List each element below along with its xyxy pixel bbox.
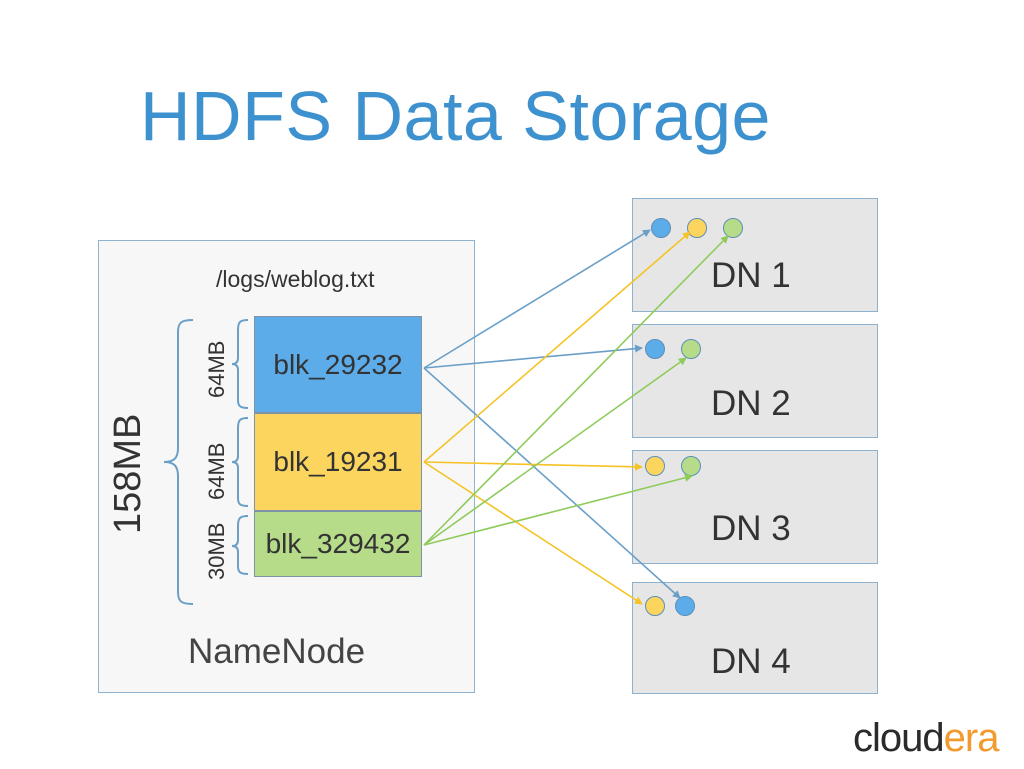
arrow-blk-29232-dn1 [423, 229, 651, 369]
datanode-4 [632, 582, 878, 694]
block-id-label: blk_29232 [273, 348, 403, 380]
total-size-brace [163, 319, 194, 605]
replica-dot [723, 218, 743, 238]
slide-title: HDFS Data Storage [140, 77, 771, 155]
arrow-blk-19231-dn3 [423, 461, 643, 471]
datanode-label: DN 3 [711, 509, 791, 548]
datanode-2 [632, 324, 878, 438]
arrow-blk-329432-dn1 [423, 235, 729, 546]
datanode-label: DN 2 [711, 384, 791, 423]
block-blk-29232: blk_29232 [254, 316, 422, 413]
replica-dot [675, 596, 695, 616]
block-id-label: blk_329432 [265, 528, 411, 559]
replica-dot [645, 596, 665, 616]
arrow-blk-29232-dn2 [423, 344, 643, 369]
replica-dot [645, 339, 665, 359]
replica-dot [651, 218, 671, 238]
replica-dot [687, 218, 707, 238]
replica-dot [645, 456, 665, 476]
logo-main-text: cloud [853, 716, 945, 760]
datanode-label: DN 4 [711, 642, 791, 681]
arrow-blk-329432-dn3 [423, 473, 693, 546]
cloudera-logo: cloudera [853, 716, 1000, 761]
logo-accent-text: era [943, 716, 1000, 760]
datanode-label: DN 1 [711, 256, 791, 295]
block-brace [231, 515, 249, 575]
block-brace [231, 417, 249, 507]
arrow-blk-29232-dn4 [423, 367, 681, 599]
block-brace [231, 319, 249, 409]
block-id-label: blk_19231 [273, 446, 403, 477]
arrow-blk-19231-dn4 [423, 461, 643, 605]
block-blk-19231: blk_19231 [254, 413, 422, 511]
arrow-blk-19231-dn1 [423, 231, 691, 463]
replica-dot [681, 339, 701, 359]
namenode-label: NameNode [188, 632, 366, 671]
block-blk-329432: blk_329432 [254, 511, 422, 577]
file-path-label: /logs/weblog.txt [216, 266, 375, 292]
arrow-blk-329432-dn2 [423, 357, 687, 546]
datanode-3 [632, 450, 878, 564]
